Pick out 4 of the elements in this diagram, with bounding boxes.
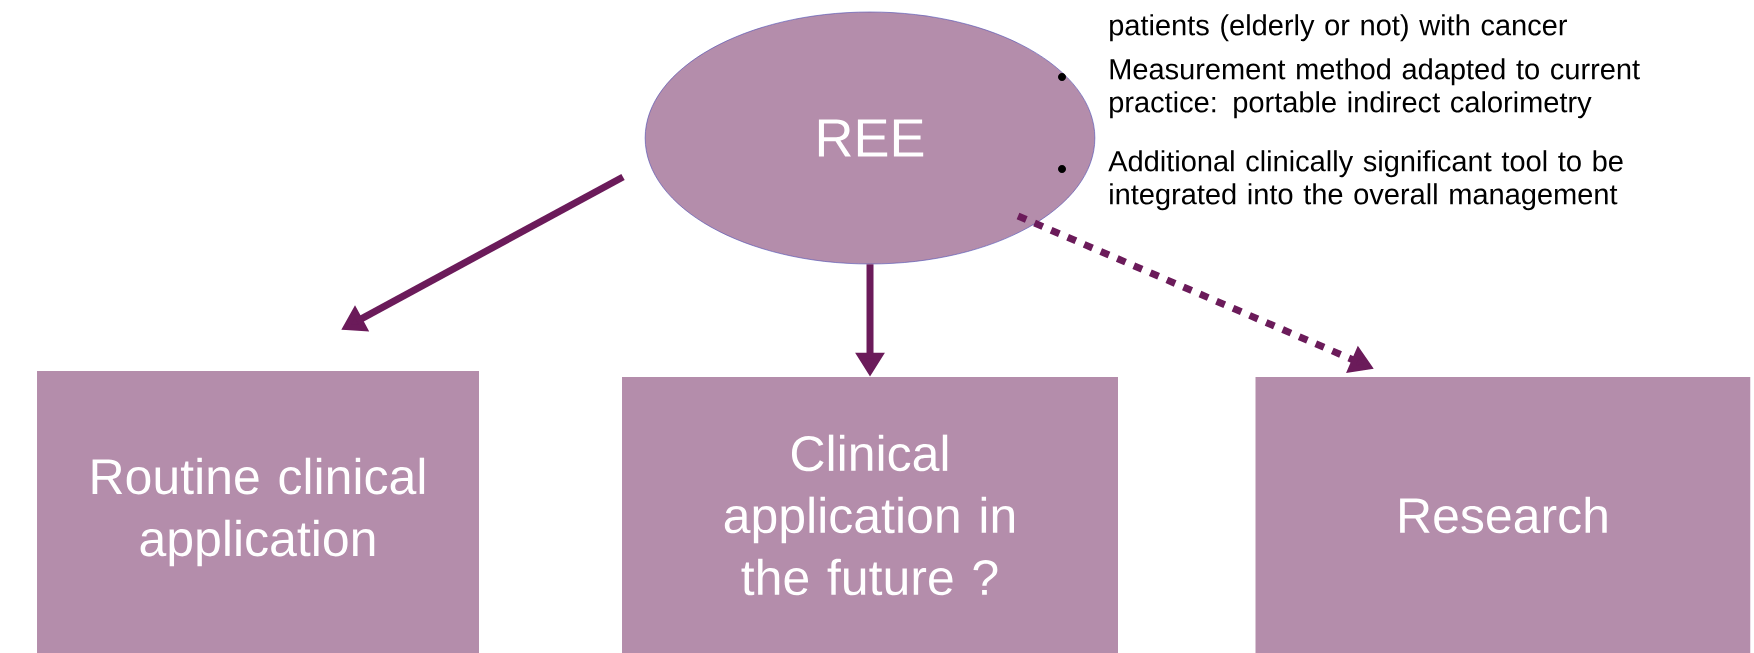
process-box: Research <box>1255 377 1751 653</box>
ellipse-node: REE <box>644 11 1096 265</box>
process-box: Routine clinical application <box>37 371 479 653</box>
process-box: Clinical application in the future ? <box>622 377 1118 653</box>
